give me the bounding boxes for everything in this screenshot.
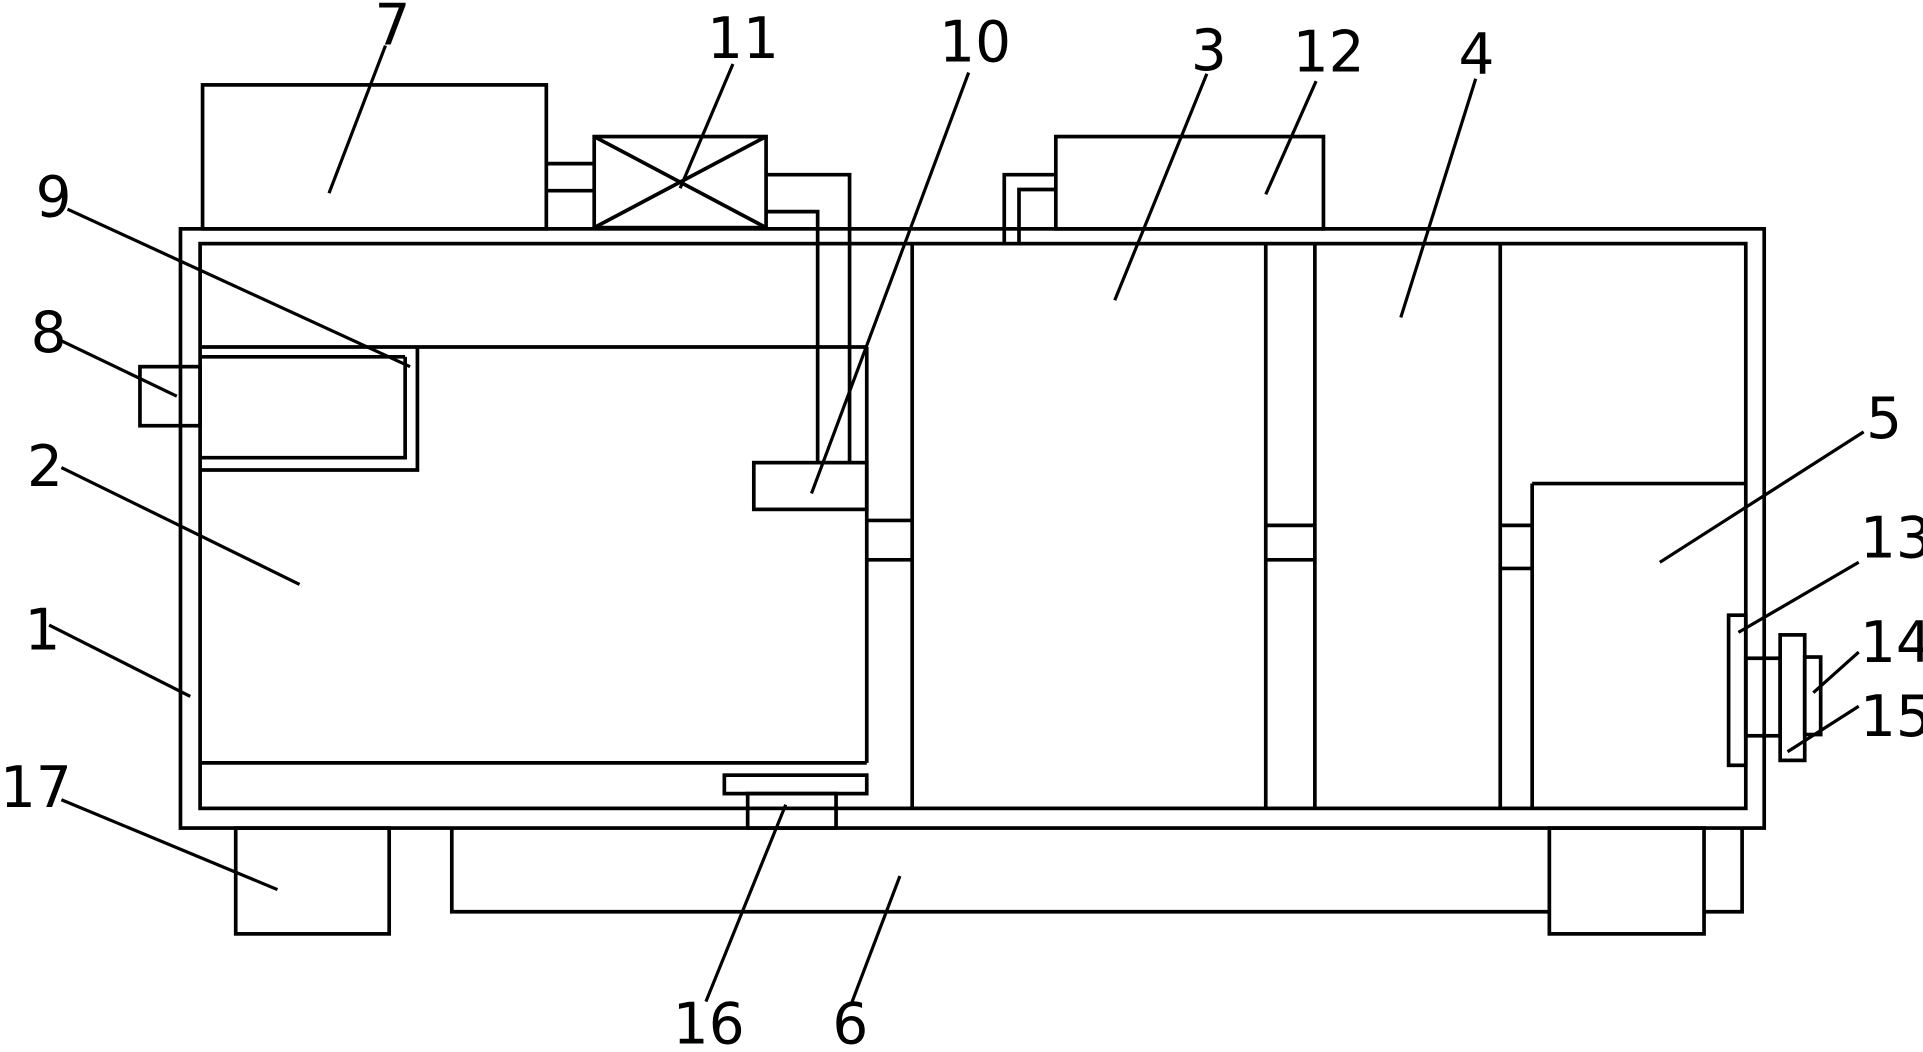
valve-11-cross-b — [593, 134, 767, 230]
leader-13 — [1737, 560, 1860, 634]
label-5: 5 — [1866, 387, 1902, 452]
foot-17-left — [233, 826, 392, 936]
leader-11 — [678, 63, 735, 189]
leader-8 — [60, 339, 178, 398]
leader-14 — [1812, 650, 1860, 694]
cap-14 — [1802, 655, 1823, 737]
drain-flange-16 — [722, 773, 869, 796]
nozzle-10 — [751, 460, 869, 512]
top-unit-12 — [1053, 134, 1326, 231]
label-4: 4 — [1459, 23, 1495, 88]
base-frame-right — [1704, 828, 1744, 914]
leader-9 — [66, 207, 411, 369]
label-7: 7 — [374, 0, 410, 58]
pipe-11-10-outer — [766, 172, 852, 463]
label-14: 14 — [1860, 611, 1923, 676]
leader-16 — [704, 804, 788, 1003]
drain-outlet-16 — [745, 791, 838, 830]
label-8: 8 — [31, 301, 67, 366]
label-12: 12 — [1293, 20, 1365, 85]
label-2: 2 — [27, 435, 63, 500]
label-16: 16 — [673, 992, 745, 1052]
leader-17 — [60, 798, 279, 892]
leader-4 — [1399, 78, 1478, 318]
duct-9-outer — [200, 346, 420, 472]
leader-1 — [48, 623, 192, 698]
leader-6 — [849, 875, 902, 1006]
top-unit-7 — [200, 83, 549, 231]
duct-9-inner — [200, 356, 407, 460]
valve-11 — [592, 134, 768, 230]
label-13: 13 — [1860, 506, 1923, 571]
leader-3 — [1113, 73, 1209, 301]
label-15: 15 — [1860, 685, 1923, 750]
leader-12 — [1264, 80, 1318, 196]
label-3: 3 — [1191, 19, 1227, 84]
label-17: 17 — [0, 756, 72, 821]
leader-2 — [60, 466, 301, 586]
base-frame-6 — [449, 828, 1550, 914]
leader-15 — [1786, 704, 1860, 754]
pipe-12-inner — [1017, 187, 1056, 244]
label-9: 9 — [36, 165, 72, 230]
pipe-12-outer — [1002, 172, 1056, 244]
foot-right — [1547, 826, 1706, 936]
label-6: 6 — [832, 992, 868, 1052]
inlet-8 — [138, 364, 202, 428]
pipe-11-10-inner — [766, 209, 820, 463]
leader-5 — [1658, 430, 1865, 564]
label-1: 1 — [25, 599, 61, 664]
leader-10 — [810, 72, 971, 494]
housing-outer — [178, 227, 1767, 830]
leader-7 — [327, 44, 387, 194]
housing-inner — [198, 241, 1748, 811]
label-10: 10 — [939, 10, 1011, 75]
plate-13 — [1726, 613, 1748, 768]
label-11: 11 — [707, 7, 779, 72]
